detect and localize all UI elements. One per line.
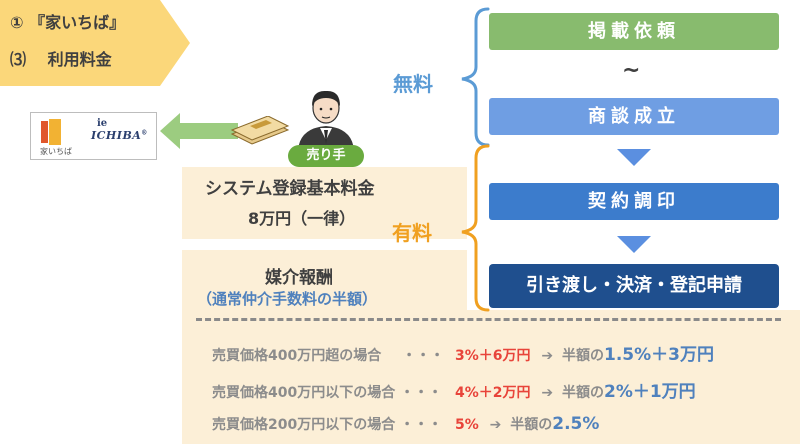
system-fee-title: システム登録基本料金 — [205, 179, 375, 199]
rate-half: 2%＋1万円 — [603, 382, 696, 402]
section-header-shape — [0, 0, 190, 86]
rate-standard: 4%＋2万円 — [454, 385, 531, 401]
money-stack-icon — [230, 116, 290, 145]
rate-half: 1.5%＋3万円 — [603, 345, 714, 365]
system-fee-amount: 8万円（一律） — [248, 209, 356, 228]
rate-half-label: 半額の — [510, 417, 553, 433]
paid-brace — [461, 144, 490, 312]
system-fee-panel — [182, 167, 467, 239]
brokerage-panel — [182, 250, 467, 310]
logo-jp-name: 家いちば — [40, 147, 72, 156]
divider-dashed — [196, 318, 781, 321]
rate-dots: ・・・ — [402, 348, 445, 364]
down-arrow-icon — [617, 236, 651, 253]
rate-arrow: ➔ — [541, 348, 554, 364]
brokerage-note: （通常仲介手数料の半額） — [197, 290, 378, 308]
rate-row: 売買価格400万円以下の場合 ・・・ 4%＋2万円 ➔ 半額の2%＋1万円 — [212, 377, 696, 402]
brokerage-title: 媒介報酬 — [265, 268, 333, 288]
rate-dots: ・・・ — [400, 385, 443, 401]
logo-brand-top: ie — [97, 118, 108, 129]
rate-condition: 売買価格200万円以下の場合 — [212, 417, 396, 433]
rate-standard: 3%＋6万円 — [454, 348, 531, 364]
rate-arrow: ➔ — [541, 385, 554, 401]
rate-half-label: 半額の — [561, 385, 604, 401]
free-brace — [461, 7, 490, 147]
step-contract-signing: 契約調印 — [489, 183, 779, 220]
step-listing-request: 掲載依頼 — [489, 13, 779, 50]
free-label: 無料 — [393, 72, 433, 96]
seller-person-icon — [298, 90, 354, 150]
header-title: ① 『家いちば』 — [10, 13, 126, 32]
rate-row: 売買価格200万円以下の場合 ・・・ 5% ➔ 半額の2.5% — [212, 414, 599, 434]
rate-row: 売買価格400万円超の場合 ・・・ 3%＋6万円 ➔ 半額の1.5%＋3万円 — [212, 340, 714, 365]
rate-standard: 5% — [454, 417, 479, 433]
rate-half-label: 半額の — [561, 348, 604, 364]
step-handover-settlement: 引き渡し・決済・登記申請 — [489, 264, 779, 308]
rate-condition: 売買価格400万円超の場合 — [212, 348, 382, 364]
step-deal-closed: 商談成立 — [489, 98, 779, 135]
rate-dots: ・・・ — [400, 417, 443, 433]
tilde-separator: ~ — [622, 58, 641, 83]
payment-arrow-icon — [160, 113, 238, 149]
ie-ichiba-logo: ie ICHIBA® 家いちば — [30, 112, 157, 160]
rate-half: 2.5% — [552, 414, 600, 434]
logo-mark-right — [49, 119, 61, 145]
rate-arrow: ➔ — [489, 417, 502, 433]
down-arrow-icon — [617, 149, 651, 166]
logo-brand: ICHIBA® — [91, 129, 148, 142]
header-subtitle: ⑶ 利用料金 — [10, 50, 112, 69]
rate-condition: 売買価格400万円以下の場合 — [212, 385, 396, 401]
seller-badge: 売り手 — [288, 145, 364, 167]
paid-label: 有料 — [392, 221, 432, 245]
rates-panel — [182, 310, 800, 444]
logo-mark-left — [41, 121, 48, 143]
